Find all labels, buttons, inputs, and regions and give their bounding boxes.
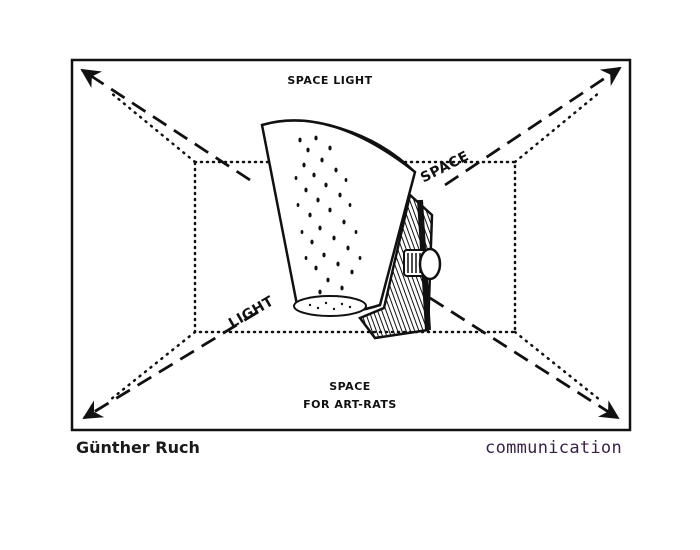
label-space-bottom: SPACE (329, 380, 371, 393)
dashed-arrows (80, 66, 622, 420)
inner-dotted-room (193, 160, 517, 334)
spotlight-housing (358, 192, 434, 340)
spotlight-lens (293, 295, 367, 317)
label-space-light: SPACE LIGHT (287, 74, 373, 87)
adjustment-knob (403, 247, 442, 281)
spotlight (260, 119, 442, 340)
label-for-art-rats: FOR ART-RATS (303, 398, 397, 411)
work-title: communication (485, 438, 622, 458)
artist-name: Günther Ruch (76, 438, 200, 457)
dotted-perspective-edges (108, 90, 602, 402)
outer-frame (70, 58, 632, 432)
stipple (294, 135, 362, 295)
